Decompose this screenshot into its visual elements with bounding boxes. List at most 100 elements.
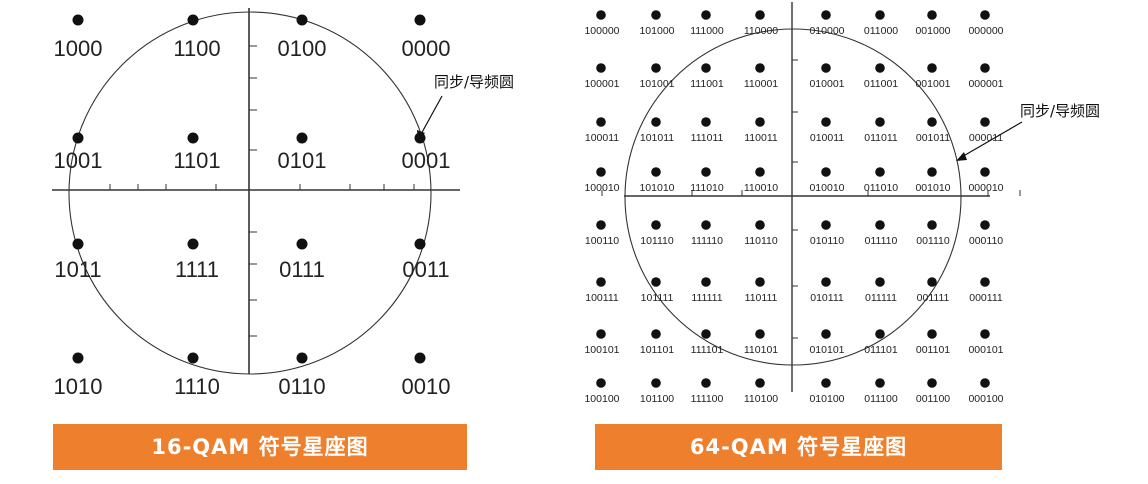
symbol-point: [651, 329, 661, 339]
symbol-label: 1010: [54, 374, 103, 399]
symbol-label: 100010: [584, 182, 619, 194]
symbol-point: [414, 238, 426, 250]
symbol-label: 111110: [691, 235, 723, 247]
symbol-point: [187, 14, 199, 26]
symbol-point: [596, 117, 606, 127]
symbol-point: [980, 117, 990, 127]
symbol-label: 100111: [585, 292, 619, 304]
symbol-label: 011111: [865, 292, 897, 304]
symbol-point: [875, 220, 885, 230]
symbol-point: [596, 10, 606, 20]
symbol-label: 010000: [809, 25, 844, 37]
symbol-label: 011000: [864, 25, 898, 37]
symbol-point: [596, 378, 606, 388]
symbol-label: 010111: [810, 292, 844, 304]
symbol-label: 111000: [690, 25, 724, 37]
symbol-label: 110011: [744, 132, 778, 144]
qam64-caption: 64-QAM 符号星座图: [595, 424, 1002, 470]
symbol-label: 101100: [640, 393, 674, 405]
symbol-point: [187, 352, 199, 364]
symbol-label: 010001: [809, 78, 844, 90]
symbol-label: 000110: [969, 235, 1003, 247]
qam16-sync-circle: [68, 11, 432, 375]
symbol-label: 010011: [810, 132, 844, 144]
symbol-point: [875, 63, 885, 73]
symbol-label: 111101: [691, 344, 724, 356]
symbol-label: 100100: [584, 393, 619, 405]
symbol-point: [72, 14, 84, 26]
symbol-point: [187, 132, 199, 144]
symbol-point: [927, 167, 937, 177]
symbol-label: 0101: [278, 148, 327, 173]
symbol-label: 001111: [917, 292, 950, 304]
symbol-label: 1110: [174, 374, 220, 399]
symbol-label: 000001: [968, 78, 1003, 90]
symbol-label: 1000: [54, 36, 103, 61]
symbol-label: 110111: [745, 292, 778, 304]
symbol-point: [821, 329, 831, 339]
symbol-point: [72, 352, 84, 364]
symbol-label: 110000: [744, 25, 778, 37]
symbol-point: [980, 277, 990, 287]
symbol-label: 0111: [279, 257, 325, 282]
symbol-point: [875, 117, 885, 127]
qam16-sync-circle-label: 同步/导频圆: [434, 73, 514, 91]
symbol-point: [296, 14, 308, 26]
symbol-label: 101001: [639, 78, 674, 90]
symbol-point: [296, 132, 308, 144]
symbol-label: 000101: [968, 344, 1003, 356]
symbol-point: [755, 10, 765, 20]
symbol-point: [980, 329, 990, 339]
symbol-point: [755, 378, 765, 388]
symbol-label: 1011: [54, 257, 101, 282]
symbol-label: 0110: [278, 374, 325, 399]
qam16-axis-ticks: [109, 45, 415, 337]
symbol-point: [651, 117, 661, 127]
symbol-label: 001001: [915, 78, 950, 90]
symbol-point: [755, 220, 765, 230]
symbol-point: [701, 167, 711, 177]
symbol-label: 011100: [864, 393, 898, 405]
symbol-point: [701, 63, 711, 73]
qam64-axis-ticks: [601, 59, 1021, 339]
symbol-point: [927, 117, 937, 127]
symbol-label: 100110: [585, 235, 619, 247]
symbol-point: [651, 63, 661, 73]
symbol-label: 001010: [915, 182, 950, 194]
symbol-point: [596, 167, 606, 177]
symbol-point: [701, 329, 711, 339]
symbol-point: [980, 63, 990, 73]
symbol-label: 100011: [585, 132, 619, 144]
symbol-label: 111010: [690, 182, 724, 194]
symbol-point: [701, 10, 711, 20]
symbol-label: 110100: [744, 393, 778, 405]
symbol-label: 1111: [175, 257, 219, 282]
symbol-point: [651, 277, 661, 287]
symbol-label: 000010: [968, 182, 1003, 194]
symbol-point: [980, 10, 990, 20]
symbol-label: 110110: [744, 235, 778, 247]
symbol-point: [821, 277, 831, 287]
symbol-point: [927, 329, 937, 339]
symbol-label: 110001: [744, 78, 778, 90]
qam64-arrow-head: [956, 152, 967, 161]
qam16-caption: 16-QAM 符号星座图: [53, 424, 467, 470]
symbol-point: [875, 167, 885, 177]
symbol-point: [980, 220, 990, 230]
qam16-arrow-head: [417, 130, 425, 141]
symbol-point: [755, 329, 765, 339]
symbol-point: [755, 117, 765, 127]
symbol-label: 001000: [915, 25, 950, 37]
symbol-label: 000000: [968, 25, 1003, 37]
symbol-label: 000111: [969, 292, 1003, 304]
symbol-label: 001110: [916, 235, 950, 247]
symbol-point: [596, 220, 606, 230]
symbol-label: 011001: [864, 78, 898, 90]
symbol-label: 0011: [402, 257, 449, 282]
symbol-label: 100001: [584, 78, 619, 90]
qam64-annotation-arrow: [959, 121, 1023, 159]
symbol-point: [296, 238, 308, 250]
symbol-label: 1001: [54, 148, 103, 173]
symbol-point: [187, 238, 199, 250]
